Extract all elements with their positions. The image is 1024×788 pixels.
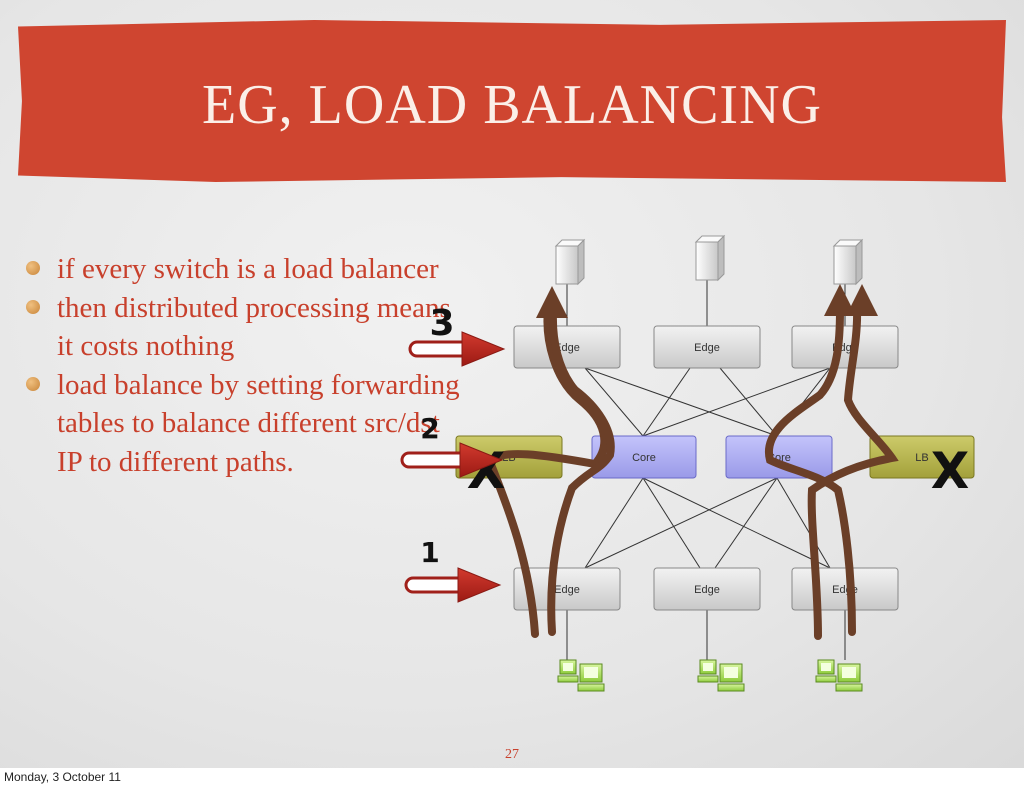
- load-balancer-right: LB: [869, 435, 975, 479]
- link-core-edge: [584, 477, 644, 569]
- edge-switch-top: Edge: [791, 325, 899, 369]
- bullet-dot-icon: [26, 261, 40, 275]
- server-icon: [832, 238, 864, 286]
- bullet-item: if every switch is a load balancer: [26, 250, 468, 289]
- edge-switch-top: Edge: [653, 325, 761, 369]
- bullet-item: then distributed processing means it cos…: [26, 289, 468, 366]
- step-label-2: 2: [420, 412, 439, 445]
- step-label-1: 1: [420, 536, 439, 569]
- host-computers-icon: [557, 659, 605, 692]
- link-core-edge: [776, 477, 831, 569]
- link-edge-core: [642, 367, 831, 437]
- flow-path-left-inner: [547, 308, 615, 636]
- svg-text:Edge: Edge: [694, 584, 720, 596]
- link-core-edge: [714, 477, 778, 569]
- flow-path-right-inner: [764, 306, 856, 636]
- core-switch: Core: [591, 435, 697, 479]
- flow-arrowhead-icon: [536, 286, 568, 318]
- edge-switch-bottom: Edge: [791, 567, 899, 611]
- footer-bar: Monday, 3 October 11: [0, 768, 1024, 788]
- footer-date: Monday, 3 October 11: [4, 770, 121, 784]
- link-edge-core: [584, 367, 778, 437]
- step-arrow-3: [408, 331, 506, 367]
- flow-arrowheads: [536, 284, 878, 318]
- network-diagram: Edge Edge Edge LB Core Core LB Edge Edge…: [400, 234, 975, 692]
- slide-title: EG, LOAD BALANCING: [202, 74, 822, 136]
- page-number: 27: [505, 747, 519, 762]
- x-mark: X: [931, 442, 970, 500]
- svg-text:Core: Core: [632, 452, 656, 464]
- flow-path-right-outer: [807, 306, 899, 640]
- link-edge-core: [584, 367, 644, 437]
- edge-switch-bottom: Edge: [653, 567, 761, 611]
- flow-arrowhead-icon: [824, 284, 856, 316]
- edge-switch-bottom: Edge: [513, 567, 621, 611]
- host-computers-icon: [815, 659, 863, 692]
- svg-text:LB: LB: [915, 452, 928, 464]
- bullet-item: load balance by setting forwarding table…: [26, 366, 468, 482]
- link-core-edge: [642, 477, 701, 569]
- step-arrow-2: [400, 442, 504, 478]
- link-edge-core: [642, 367, 691, 437]
- step-label-3: 3: [429, 303, 454, 344]
- link-core-edge: [584, 477, 778, 569]
- flow-paths: [485, 306, 899, 640]
- link-edge-core: [719, 367, 778, 437]
- edge-switch-top: Edge: [513, 325, 621, 369]
- svg-text:Edge: Edge: [694, 342, 720, 354]
- flow-arrowhead-icon: [846, 284, 878, 316]
- svg-text:Edge: Edge: [554, 584, 580, 596]
- title-banner: [18, 20, 1006, 182]
- bullet-dot-icon: [26, 299, 40, 314]
- link-core-edge: [642, 477, 831, 569]
- flow-path-left-outer: [485, 306, 609, 638]
- core-switch: Core: [725, 435, 833, 479]
- bullet-dot-icon: [26, 376, 40, 391]
- server-icon: [554, 238, 586, 286]
- server-icon: [694, 234, 726, 282]
- host-computers-icon: [697, 659, 745, 692]
- step-arrow-1: [404, 567, 502, 603]
- bullet-list: if every switch is a load balancer then …: [26, 250, 468, 482]
